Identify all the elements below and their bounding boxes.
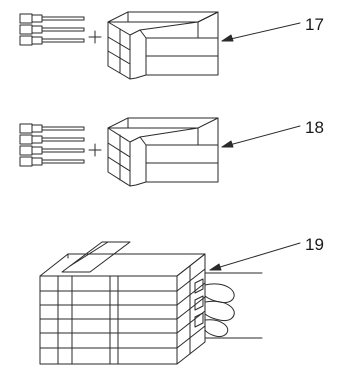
plus-sign-17 (89, 31, 101, 43)
assembly-18 (20, 118, 300, 186)
label-17: 17 (305, 15, 324, 34)
assembly-19 (40, 242, 300, 364)
leader-line-18 (222, 126, 300, 147)
wire-loops-19 (195, 273, 262, 338)
connector-housing-17 (108, 12, 218, 79)
label-18: 18 (305, 118, 324, 137)
leader-line-17 (222, 23, 300, 41)
terminal-pins-17 (20, 14, 84, 45)
terminal-pins-18 (20, 124, 84, 166)
connector-housing-18 (108, 118, 218, 186)
connector-block-19 (40, 242, 205, 364)
leader-line-19 (210, 243, 300, 270)
plus-sign-18 (89, 144, 101, 156)
label-19: 19 (305, 235, 324, 254)
assembly-17 (20, 12, 300, 79)
